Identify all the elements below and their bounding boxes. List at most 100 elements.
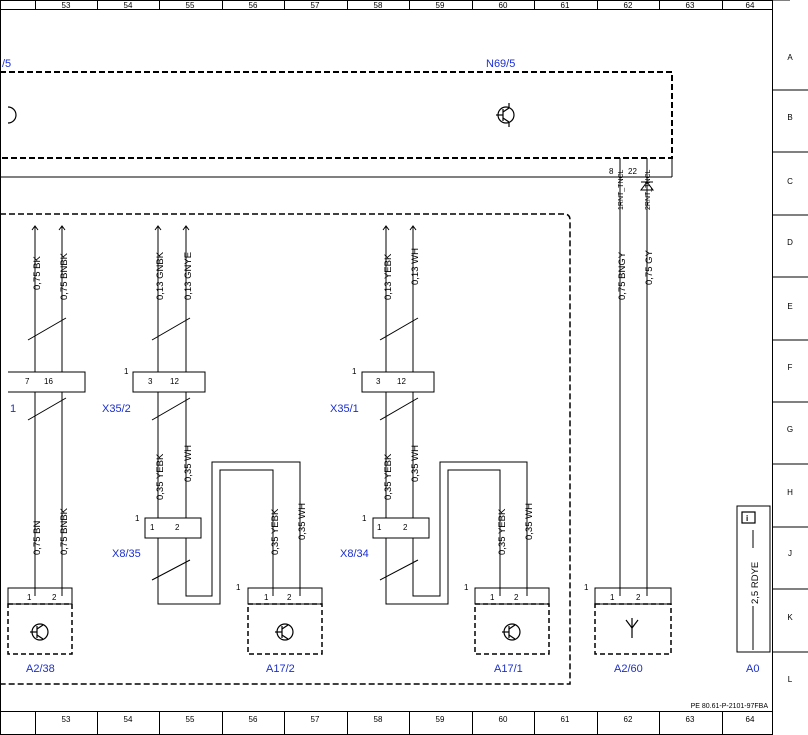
lower-wires [34,392,528,605]
row-l: L [788,675,793,684]
x8-35-pin-2: 2 [175,523,180,532]
col-62-bottom: 62 [624,715,633,724]
column-ticks [35,0,723,735]
wire-label-yebk35-a: 0,35 YEBK [155,453,166,500]
col-61-bottom: 61 [561,715,570,724]
housing-a2-38 [7,603,73,655]
col-56: 56 [249,1,258,10]
a17-2-pin-2: 2 [287,593,292,602]
a2-60-pin-outer: 1 [584,583,589,592]
upper-wires [27,158,648,596]
antenna-icon [625,618,639,638]
wire-label-bnbk: 0,75 BNBK [59,252,70,300]
connector-x8-34 [372,517,430,539]
col-54: 54 [124,1,133,10]
pin-12-x35-2: 12 [170,377,179,386]
col-58: 58 [374,1,383,10]
connector-a2-60 [594,587,672,605]
pin-7: 7 [25,377,30,386]
col-63-bottom: 63 [686,715,695,724]
col-55: 55 [186,1,195,10]
wire-label-yebk35-d: 0,35 YEBK [497,508,508,555]
pin-8: 8 [609,167,614,176]
wire-label-rdye: 2,5 RDYE [750,562,761,604]
row-g: G [787,425,793,434]
col-53: 53 [62,1,71,10]
a2-38-pin-2: 2 [52,593,57,602]
wire-label-yebk35-b: 0,35 YEBK [270,508,281,555]
a2-60-pin-2: 2 [636,593,641,602]
a0-box [736,505,771,653]
x8-34-pin-outer: 1 [362,514,367,523]
x8-35-label: X8/35 [112,548,141,560]
row-e: E [787,302,792,311]
housing-a2-60 [594,603,672,655]
pin-1-x35-2: 1 [124,367,129,376]
col-59-bottom: 59 [436,715,445,724]
x35-partial-label: 1 [10,403,16,415]
a0-label-bg [747,548,759,606]
col-64: 64 [746,1,755,10]
col-54-bottom: 54 [124,715,133,724]
rnt1-label: 1RNT_TNCL [618,169,625,210]
wire-label-bk: 0,75 BK [32,256,43,290]
housing-a17-2 [247,603,323,655]
a0-label: A0 [746,663,759,675]
wire-label-gnye: 0,13 GNYE [183,252,194,300]
info-icon [741,511,756,524]
footer-reference: PE 80.61-P-2101-97FBA [691,703,769,710]
x8-34-label: X8/34 [340,548,369,560]
x35-2-label: X35/2 [102,403,131,415]
col-61: 61 [561,1,570,10]
wire-label-gy: 0,75 GY [644,249,655,285]
row-d: D [787,238,793,247]
a17-1-pin-2: 2 [514,593,519,602]
x8-34-pin-2: 2 [403,523,408,532]
pin-22: 22 [628,167,637,176]
column-labels-top: 53 54 55 56 57 58 59 60 61 62 63 64 [62,1,755,10]
a17-1-pin-1: 1 [490,593,495,602]
connector-x35-1 [361,371,435,393]
col-55-bottom: 55 [186,715,195,724]
col-62: 62 [624,1,633,10]
row-c: C [787,177,793,186]
info-icon-glyph: i [746,514,748,523]
housing-a17-1 [474,603,550,655]
wire-label-bngy: 0,75 BNGY [617,251,628,300]
wire-label-gnbk: 0,13 GNBK [155,251,166,300]
a17-2-transistor-icon [275,623,294,641]
x35-1-label: X35/1 [330,403,359,415]
pin-3-x35-1: 3 [376,377,381,386]
wire-label-bn: 0,75 BN [32,521,43,555]
row-k: K [787,613,793,622]
a17-1-label: A17/1 [494,663,523,675]
col-60: 60 [499,1,508,10]
partial-circle-icon [7,106,17,124]
x8-34-pin-1: 1 [377,523,382,532]
pin-16: 16 [44,377,53,386]
connector-x35-left [8,371,86,393]
row-ticks [773,89,808,653]
x8-35-pin-outer: 1 [135,514,140,523]
col-57-bottom: 57 [311,715,320,724]
a2-60-pin-1: 1 [610,593,615,602]
a17-2-pin-outer: 1 [236,583,241,592]
a2-38-pin-1: 1 [27,593,32,602]
wire-end-arrows [31,225,417,231]
wire-label-wh13: 0,13 WH [410,248,421,285]
pin-12-x35-1: 12 [397,377,406,386]
transistor-icon [496,103,515,127]
wire-label-wh35-a: 0,35 WH [183,445,194,482]
col-59: 59 [436,1,445,10]
col-53-bottom: 53 [62,715,71,724]
wire-label-yebk13: 0,13 YEBK [383,253,394,300]
row-f: F [788,363,793,372]
col-64-bottom: 64 [746,715,755,724]
connector-x8-35 [144,517,202,539]
col-60-bottom: 60 [499,715,508,724]
col-57: 57 [311,1,320,10]
wire-label-bnbk-lower: 0,75 BNBK [59,507,70,555]
connector-a17-1 [474,587,550,605]
a17-1-pin-outer: 1 [464,583,469,592]
n69-5-housing [0,71,673,178]
